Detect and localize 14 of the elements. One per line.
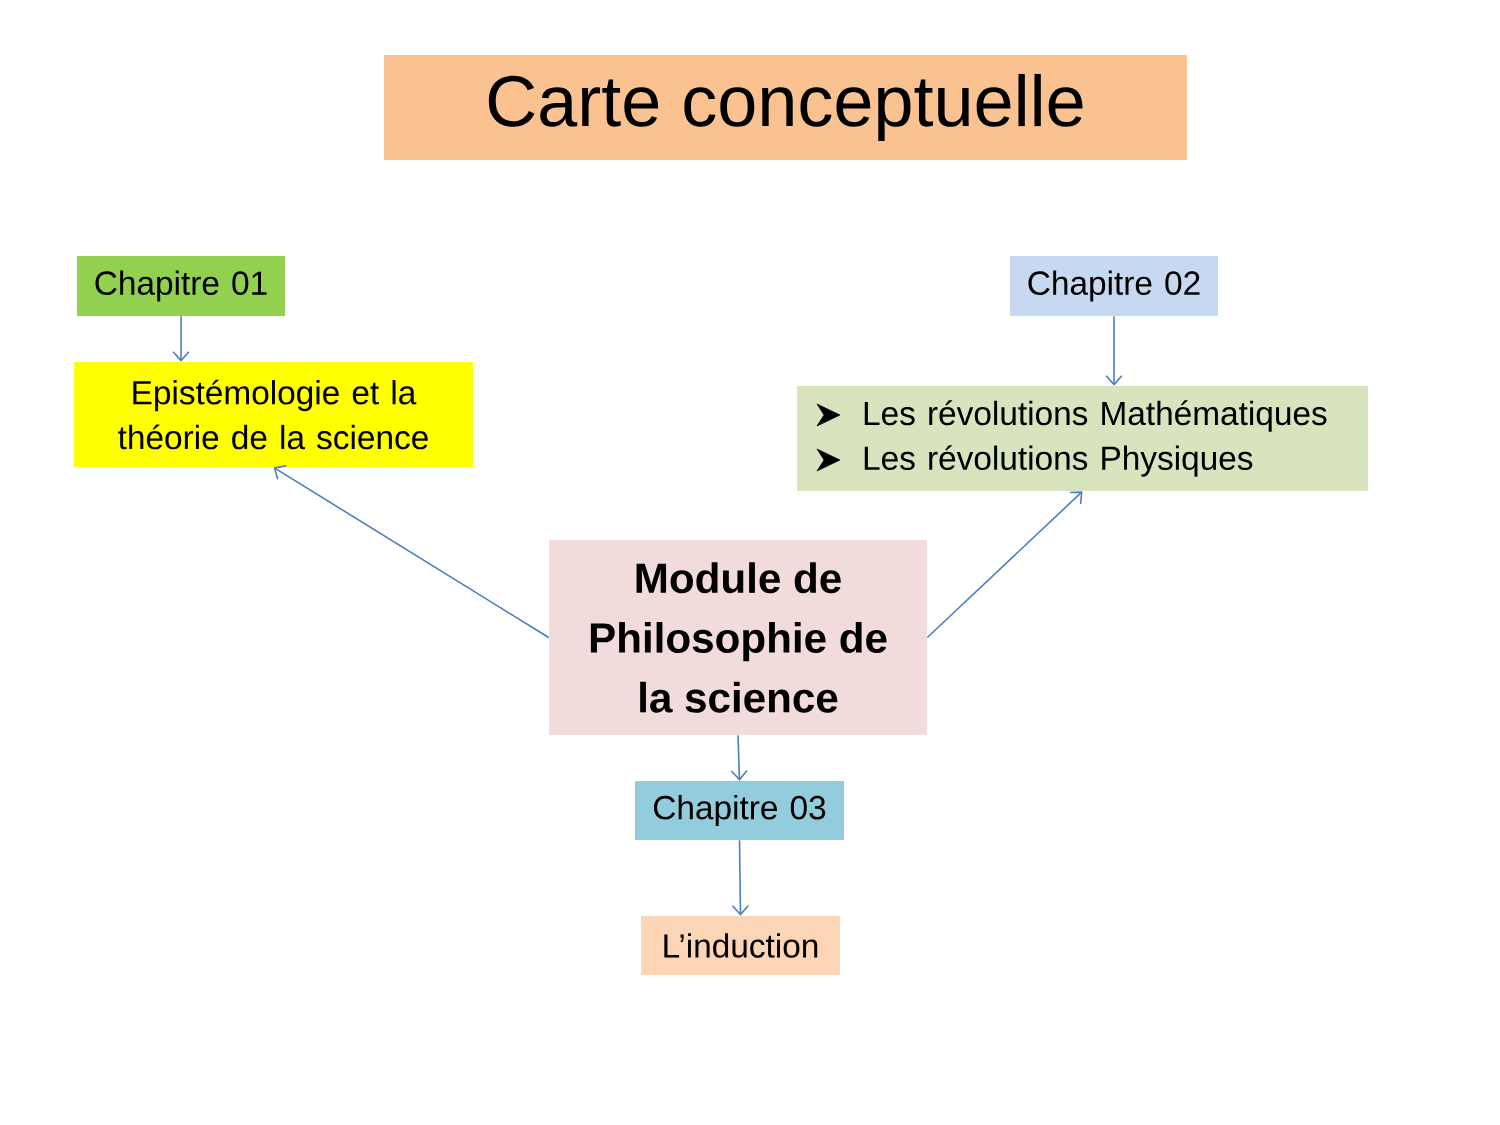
arrow <box>730 734 748 781</box>
bullet-list-box: Les révolutions Mathématiques Les révolutions Physiques <box>797 386 1368 491</box>
arrow <box>731 839 750 916</box>
arrow <box>1105 315 1123 386</box>
chapter-box: Chapitre 02 <box>1010 256 1218 316</box>
chapter-box: Chapitre 03 <box>635 781 844 840</box>
title-box: Carte conceptuelle <box>384 55 1187 160</box>
chapter-box: Chapitre 01 <box>77 256 285 316</box>
topic-box: Epistémologie et la théorie de la science <box>74 362 473 467</box>
arrow <box>172 315 190 362</box>
arrow <box>273 465 550 639</box>
arrow <box>926 491 1083 639</box>
topic-box: L’induction <box>641 916 840 975</box>
module-box: Module de Philosophie de la science <box>549 540 927 735</box>
